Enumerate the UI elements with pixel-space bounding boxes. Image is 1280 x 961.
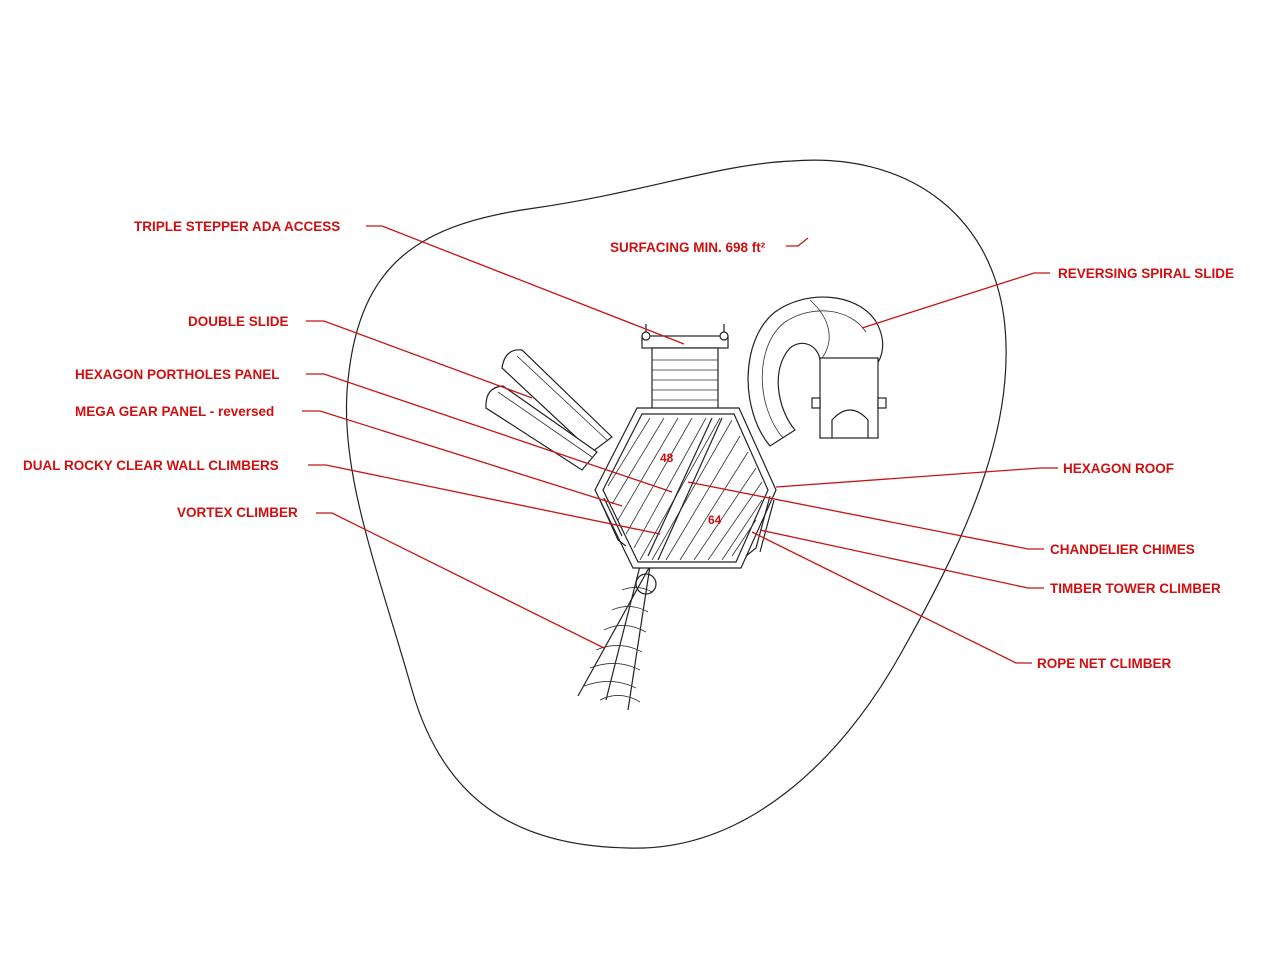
leader-double-slide bbox=[306, 320, 533, 399]
label-rope-net: ROPE NET CLIMBER bbox=[1037, 656, 1172, 671]
leader-hexagon-roof bbox=[775, 467, 1058, 488]
label-surfacing: SURFACING MIN. 698 ft² bbox=[610, 240, 766, 255]
reversing-spiral-slide-shape bbox=[747, 296, 887, 447]
callout-labels: TRIPLE STEPPER ADA ACCESS DOUBLE SLIDE H… bbox=[23, 219, 1234, 671]
leader-surfacing bbox=[786, 237, 809, 247]
leader-rope-net bbox=[751, 531, 1032, 664]
label-reversing-spiral: REVERSING SPIRAL SLIDE bbox=[1058, 266, 1234, 281]
leader-lines bbox=[302, 225, 1058, 664]
label-chandelier: CHANDELIER CHIMES bbox=[1050, 542, 1195, 557]
leader-triple-stepper bbox=[366, 225, 685, 345]
leader-reversing-spiral bbox=[861, 272, 1050, 329]
triple-stepper-shape bbox=[641, 324, 729, 417]
leader-dual-rocky bbox=[308, 464, 661, 535]
leader-chandelier bbox=[687, 481, 1044, 550]
double-slide-shape bbox=[485, 349, 613, 471]
hexagon-roof-shape bbox=[594, 407, 777, 569]
label-mega-gear: MEGA GEAR PANEL - reversed bbox=[75, 404, 274, 419]
leader-mega-gear bbox=[302, 410, 623, 507]
label-double-slide: DOUBLE SLIDE bbox=[188, 314, 289, 329]
play-structure: 48 64 bbox=[485, 296, 887, 711]
deck-height-64: 64 bbox=[708, 513, 722, 527]
label-timber-tower: TIMBER TOWER CLIMBER bbox=[1050, 581, 1221, 596]
label-dual-rocky: DUAL ROCKY CLEAR WALL CLIMBERS bbox=[23, 458, 279, 473]
label-vortex: VORTEX CLIMBER bbox=[177, 505, 298, 520]
leader-vortex bbox=[316, 512, 605, 649]
leader-hexagon-portholes bbox=[306, 373, 673, 493]
label-triple-stepper: TRIPLE STEPPER ADA ACCESS bbox=[134, 219, 340, 234]
label-hexagon-roof: HEXAGON ROOF bbox=[1063, 461, 1174, 476]
vortex-climber-shape bbox=[577, 565, 657, 711]
label-hexagon-portholes: HEXAGON PORTHOLES PANEL bbox=[75, 367, 280, 382]
deck-height-48: 48 bbox=[660, 451, 674, 465]
surfacing-boundary bbox=[345, 159, 1007, 849]
leader-timber-tower bbox=[759, 529, 1044, 589]
